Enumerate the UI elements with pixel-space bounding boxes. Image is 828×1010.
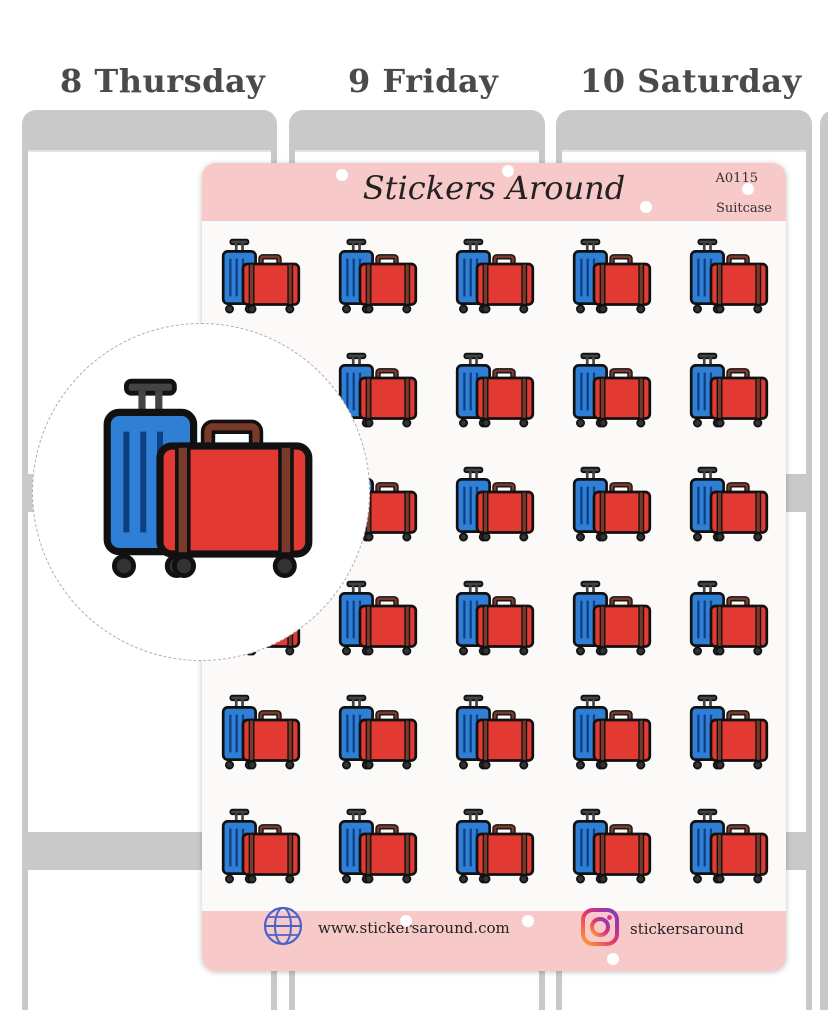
decor-dot bbox=[400, 915, 412, 927]
suitcase-icon bbox=[684, 807, 774, 897]
instagram-handle: stickersaround bbox=[630, 920, 744, 938]
sticker-sheet: Stickers Around A0115 Suitcase bbox=[202, 163, 786, 971]
website-link[interactable]: www.stickersaround.com bbox=[262, 905, 510, 951]
magnified-sticker-preview bbox=[32, 323, 370, 661]
suitcase-icon bbox=[567, 579, 657, 669]
suitcase-icon bbox=[450, 465, 540, 555]
instagram-icon bbox=[580, 907, 620, 951]
decor-dot bbox=[522, 915, 534, 927]
suitcase-icon bbox=[567, 351, 657, 441]
suitcase-icon bbox=[684, 579, 774, 669]
day-header-saturday: 10 Saturday bbox=[580, 62, 802, 100]
suitcase-icon bbox=[567, 465, 657, 555]
planner-column-edge bbox=[820, 110, 828, 1010]
decor-dot bbox=[502, 165, 514, 177]
day-header-thursday: 8 Thursday bbox=[60, 62, 266, 100]
suitcase-icon bbox=[333, 237, 423, 327]
suitcase-icon bbox=[216, 693, 306, 783]
suitcase-icon bbox=[333, 693, 423, 783]
decor-dot bbox=[607, 953, 619, 965]
suitcase-icon bbox=[333, 807, 423, 897]
suitcase-icon bbox=[450, 237, 540, 327]
brand-title: Stickers Around bbox=[362, 169, 626, 207]
decor-dot bbox=[742, 183, 754, 195]
suitcase-icon bbox=[333, 579, 423, 669]
sheet-header-band: Stickers Around A0115 Suitcase bbox=[202, 163, 786, 221]
suitcase-icon bbox=[450, 351, 540, 441]
suitcase-icon bbox=[567, 807, 657, 897]
suitcase-icon bbox=[450, 579, 540, 669]
decor-dot bbox=[640, 201, 652, 213]
website-url: www.stickersaround.com bbox=[318, 919, 510, 937]
suitcase-icon bbox=[684, 465, 774, 555]
suitcase-icon bbox=[216, 807, 306, 897]
suitcase-icon bbox=[567, 693, 657, 783]
product-code: A0115 bbox=[715, 171, 758, 186]
suitcase-icon bbox=[333, 351, 423, 441]
suitcase-icon bbox=[684, 693, 774, 783]
suitcase-icon bbox=[450, 807, 540, 897]
suitcase-icon bbox=[567, 237, 657, 327]
decor-dot bbox=[336, 169, 348, 181]
instagram-link[interactable]: stickersaround bbox=[580, 907, 744, 951]
suitcase-icon bbox=[450, 693, 540, 783]
day-header-friday: 9 Friday bbox=[348, 62, 499, 100]
suitcase-icon bbox=[216, 237, 306, 327]
suitcase-icon bbox=[684, 351, 774, 441]
sheet-footer-band: www.stickersaround.com sti bbox=[202, 906, 786, 971]
product-name: Suitcase bbox=[715, 201, 772, 216]
globe-icon bbox=[262, 905, 304, 951]
suitcase-icon bbox=[684, 237, 774, 327]
